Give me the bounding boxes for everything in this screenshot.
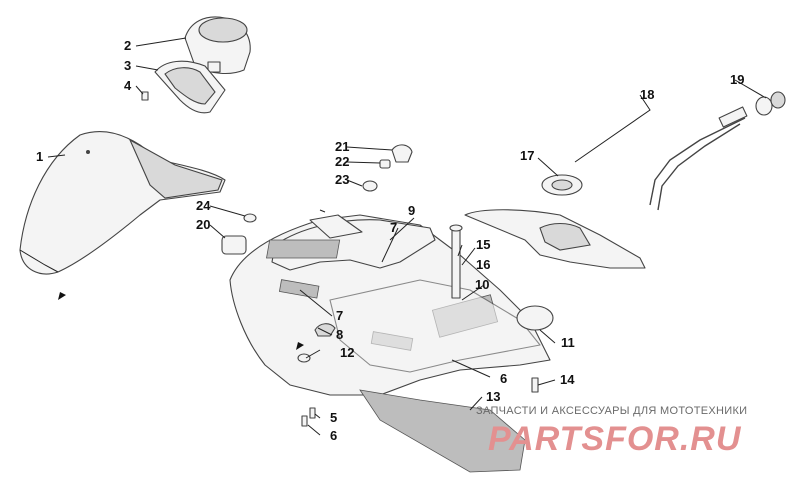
callout-6-right: 6: [500, 371, 507, 386]
part-25-washer: [243, 213, 257, 223]
callout-19: 18: [640, 87, 654, 102]
callout-18: 17: [520, 148, 534, 163]
callout-16: 15: [476, 237, 490, 252]
callout-9: 8: [336, 327, 343, 342]
callout-1: 1: [36, 149, 43, 164]
callout-13: 12: [340, 345, 354, 360]
callout-2: 2: [124, 38, 131, 53]
reference-arrow: [58, 292, 66, 300]
part-13-washer: [297, 353, 311, 363]
callout-3: 3: [124, 58, 131, 73]
part-23-pin: [379, 159, 391, 169]
watermark-text: ЗАПЧАСТИ И АКСЕССУАРЫ ДЛЯ МОТОТЕХНИКИ: [476, 405, 747, 417]
part-24-nut: [362, 180, 378, 192]
watermark-logo: PARTSFOR.RU: [488, 420, 742, 458]
callout-8: 7: [336, 308, 343, 323]
callout-12: 11: [561, 335, 575, 350]
callout-24: 23: [335, 172, 349, 187]
part-1-windshield: [19, 131, 226, 275]
watermark: ЗАПЧАСТИ И АКСЕССУАРЫ ДЛЯ МОТОТЕХНИКИ PA…: [476, 405, 747, 458]
callout-20: 19: [730, 72, 744, 87]
leader-lines: [47, 37, 767, 436]
part-2-gauge: [184, 16, 251, 75]
callout-15: 14: [560, 372, 575, 387]
part-18-grommet: [541, 174, 583, 196]
callout-7: 7: [390, 220, 397, 235]
part-20-knob: [755, 91, 786, 116]
part-12-cap: [516, 305, 554, 331]
part-21-switch: [221, 235, 247, 255]
part-5-bolt: [309, 407, 316, 419]
callout-22: 21: [335, 139, 349, 154]
callout-17: 16: [476, 257, 490, 272]
part-16-screw: [449, 224, 463, 299]
part-4-screw: [141, 91, 149, 101]
callout-labels: 2 3 4 1 21 22 23 17 18 19 24 20 9 7 15 1…: [36, 38, 744, 443]
callout-6-bottom: 6: [330, 428, 337, 443]
part-19-cable: [649, 106, 748, 211]
callout-11: 10: [475, 277, 489, 292]
part-6-bolt: [301, 415, 308, 427]
callout-25: 24: [196, 198, 211, 213]
part-17-side-panel: [464, 209, 646, 269]
part-15-screw: [531, 377, 539, 393]
part-console-body: [229, 214, 551, 396]
callout-4: 4: [124, 78, 132, 93]
callout-23: 22: [335, 154, 349, 169]
part-14-floor-mat: [359, 389, 526, 473]
callout-21: 20: [196, 217, 210, 232]
callout-5: 5: [330, 410, 337, 425]
reference-arrow: [296, 342, 304, 350]
callout-14: 13: [486, 389, 500, 404]
part-3-bezel: [154, 60, 226, 114]
callout-10: 9: [408, 203, 415, 218]
part-22-plug: [391, 144, 413, 163]
